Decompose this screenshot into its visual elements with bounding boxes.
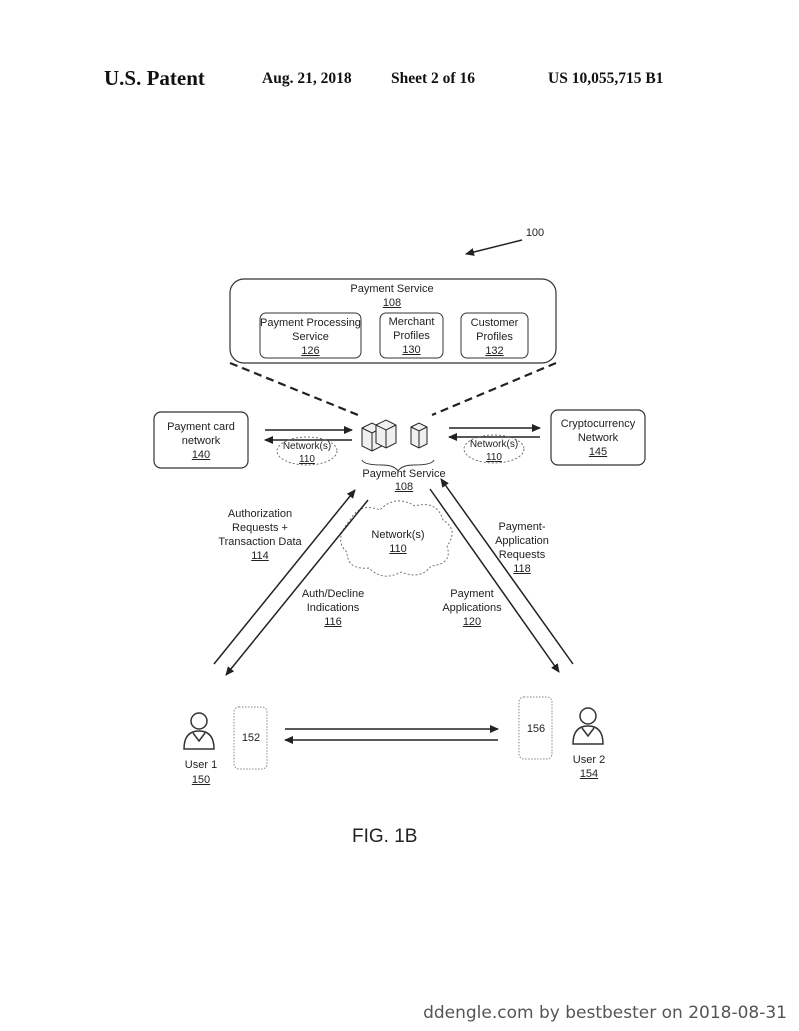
device-152-label: 152 — [241, 732, 261, 744]
figure-label: FIG. 1B — [352, 826, 418, 847]
merchant-profiles-box — [379, 312, 444, 359]
auth-decline-line1: Auth/Decline — [301, 588, 365, 600]
crypto-network-line2: Network — [577, 432, 619, 444]
module-label-line1: Merchant — [388, 316, 435, 328]
network-left-label: Network(s) — [282, 441, 332, 452]
module-ref: 130 — [402, 344, 421, 356]
payment-app-requests-line1: Payment- — [498, 521, 546, 533]
patent-date: Aug. 21, 2018 — [262, 70, 352, 87]
payment-app-requests-ref: 118 — [513, 563, 531, 575]
server-icon — [361, 419, 428, 452]
network-cloud-left — [276, 436, 338, 466]
arrow-auth-decline — [225, 499, 369, 676]
user-2-icon — [572, 707, 604, 745]
dashed-connector-right — [431, 361, 557, 417]
payment-applications-ref: 120 — [462, 616, 482, 628]
customer-profiles-box — [460, 312, 529, 359]
user-1-label: User 1 — [184, 759, 218, 771]
payment-card-network-box — [153, 411, 249, 469]
network-left-ref: 110 — [299, 454, 315, 465]
dashed-connector-left — [229, 361, 359, 417]
payment-card-network-line1: Payment card — [167, 421, 235, 433]
network-center-ref: 110 — [389, 543, 407, 555]
payment-service-ref: 108 — [382, 297, 402, 309]
payment-service-title: Payment Service — [350, 283, 434, 295]
arrow-payment-app-requests — [440, 478, 574, 665]
crypto-network-box — [550, 409, 646, 466]
module-label-line2: Service — [292, 331, 329, 343]
patent-number: US 10,055,715 B1 — [548, 70, 664, 87]
payment-service-box — [229, 278, 557, 364]
module-label-line2: Profiles — [476, 331, 513, 343]
network-right-label: Network(s) — [469, 439, 519, 450]
network-cloud-right — [463, 434, 525, 464]
user-1-icon — [183, 712, 215, 750]
arrow-auth-requests — [213, 489, 356, 665]
module-label-line1: Customer — [470, 317, 519, 329]
user-2-ref: 154 — [579, 768, 599, 780]
payment-app-requests-line2: Application — [495, 535, 549, 547]
crypto-network-line1: Cryptocurrency — [560, 418, 636, 430]
patent-title: U.S. Patent — [104, 66, 205, 90]
payment-applications-line1: Payment — [450, 588, 494, 600]
ref-100-label: 100 — [525, 227, 545, 239]
user-1-ref: 150 — [191, 774, 211, 786]
module-label-line2: Profiles — [393, 330, 430, 342]
payment-applications-line2: Applications — [442, 602, 502, 614]
payment-service-center-ref: 108 — [394, 481, 414, 493]
sheet-number: Sheet 2 of 16 — [391, 70, 475, 87]
auth-requests-line1: Authorization — [227, 508, 293, 520]
auth-requests-line3: Transaction Data — [218, 536, 302, 548]
arrow-payment-applications — [429, 488, 560, 673]
auth-requests-ref: 114 — [251, 550, 269, 562]
device-156-label: 156 — [526, 723, 546, 735]
module-ref: 132 — [485, 345, 504, 357]
network-center-label: Network(s) — [371, 529, 425, 541]
payment-app-requests-line3: Requests — [498, 549, 546, 561]
ref-100-arrow — [465, 239, 523, 256]
auth-decline-line2: Indications — [306, 602, 360, 614]
payment-processing-box — [259, 312, 362, 359]
module-label-line1: Payment Processing — [260, 317, 361, 329]
network-right-ref: 110 — [486, 452, 502, 463]
payment-card-network-line2: network — [181, 435, 221, 447]
payment-service-center-label: Payment Service — [362, 468, 446, 480]
crypto-network-ref: 145 — [588, 446, 608, 458]
service-brace — [361, 459, 435, 472]
watermark: ddengle.com by bestbester on 2018-08-31 — [423, 1003, 787, 1023]
module-ref: 126 — [301, 345, 320, 357]
auth-requests-line2: Requests + — [232, 522, 288, 534]
user-2-label: User 2 — [572, 754, 606, 766]
payment-card-network-ref: 140 — [191, 449, 211, 461]
auth-decline-ref: 116 — [324, 616, 342, 628]
